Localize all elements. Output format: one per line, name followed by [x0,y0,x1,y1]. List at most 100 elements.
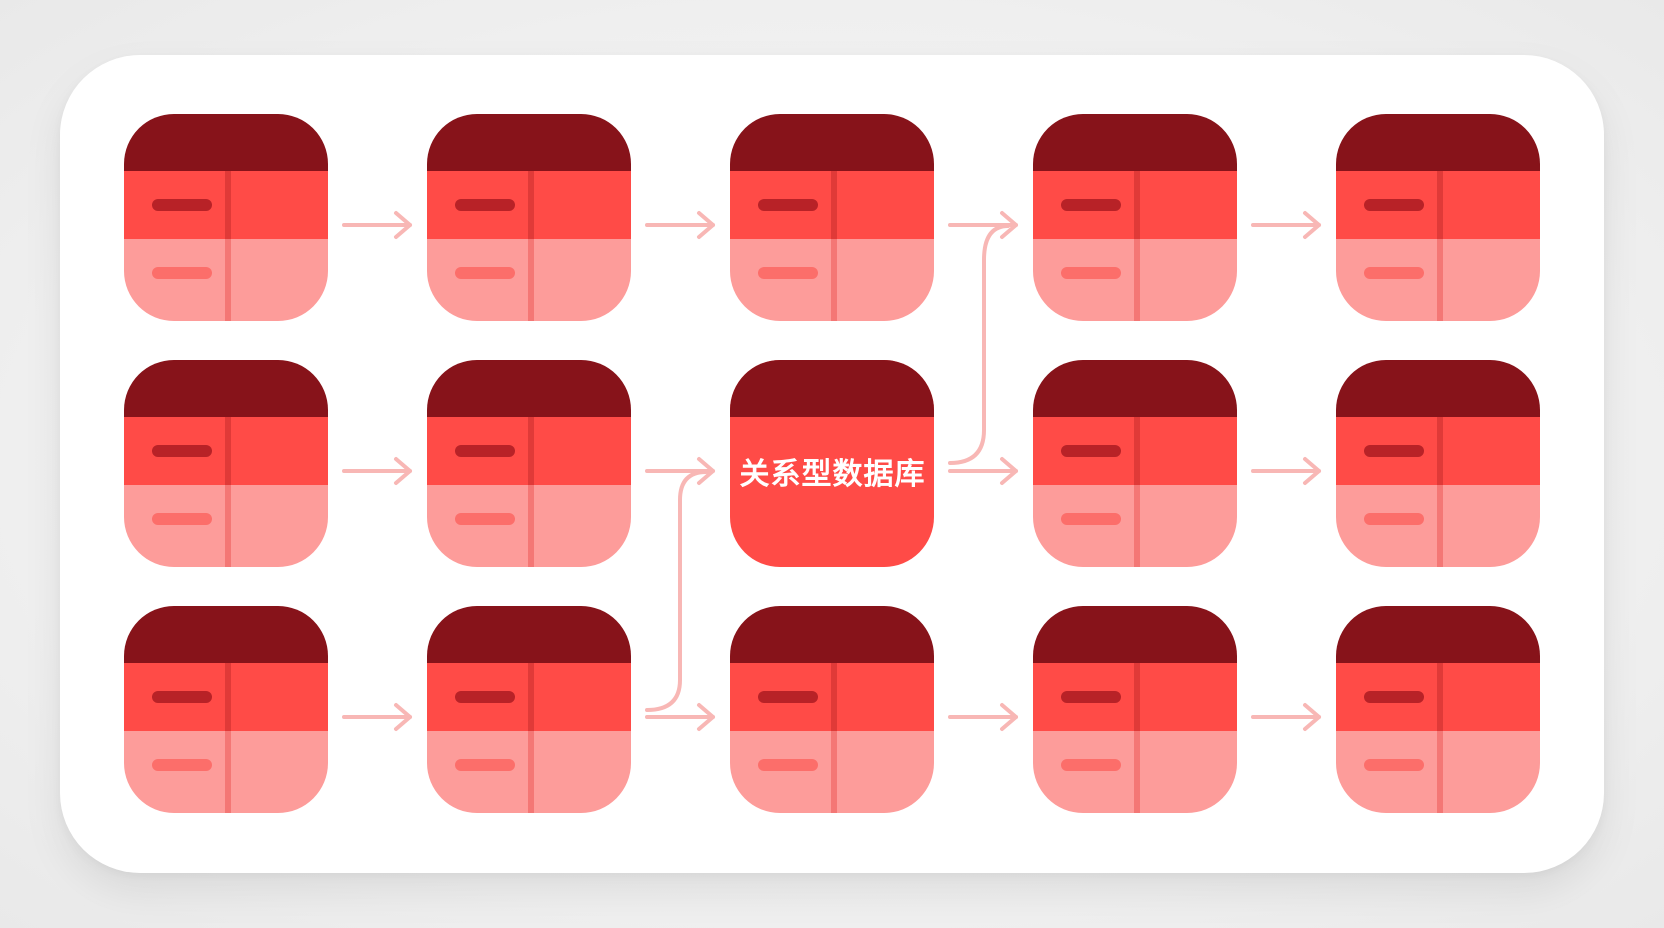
tile-cell-pill [758,199,818,211]
tile-column-divider [1437,731,1443,813]
tile-column-divider [831,239,837,321]
center-tile-header [730,360,934,417]
tile-column-divider [1134,171,1140,239]
arrow-right-icon [394,703,412,731]
tile-cell-pill [1364,267,1424,279]
tile-column-divider [225,239,231,321]
arrow-right-icon [394,457,412,485]
arrow-right-icon [1000,457,1018,485]
tile-column-divider [1437,485,1443,567]
tile-cell-pill [1364,759,1424,771]
tile-table-r2-c1 [124,360,328,567]
connector-arrows [342,211,1321,731]
arrow-branch [948,224,1010,465]
tile-cell-pill [1364,513,1424,525]
tile-cell-pill [758,691,818,703]
tile-column-divider [831,731,837,813]
tile-header [1336,360,1540,417]
tile-cell-pill [152,199,212,211]
tile-cell-pill [455,691,515,703]
tile-column-divider [831,171,837,239]
tile-cell-pill [758,267,818,279]
arrow-right-icon [1000,211,1018,239]
arrow-right-icon [697,703,715,731]
tile-column-divider [1134,239,1140,321]
tile-header [427,606,631,663]
tile-column-divider [1134,663,1140,731]
tile-header [1033,360,1237,417]
tile-table-r2-c5 [1336,360,1540,567]
tile-column-divider [528,731,534,813]
tile-cell-pill [1061,445,1121,457]
tile-cell-pill [1061,759,1121,771]
tile-table-r3-c5 [1336,606,1540,813]
tile-column-divider [1134,417,1140,485]
tile-table-r1-c1 [124,114,328,321]
tile-table-r2-c4 [1033,360,1237,567]
tile-column-divider [528,171,534,239]
arrow-right-icon [697,457,715,485]
tile-column-divider [1437,417,1443,485]
tile-column-divider [528,417,534,485]
tile-column-divider [528,663,534,731]
tile-column-divider [528,485,534,567]
tile-table-r1-c3 [730,114,934,321]
tile-header [124,360,328,417]
tile-column-divider [225,485,231,567]
tile-cell-pill [1061,691,1121,703]
tile-header [124,114,328,171]
tile-table-r3-c3 [730,606,934,813]
tile-cell-pill [152,267,212,279]
tile-column-divider [225,417,231,485]
tile-table-r1-c4 [1033,114,1237,321]
tile-column-divider [225,663,231,731]
tile-cell-pill [455,513,515,525]
tile-cell-pill [152,691,212,703]
tile-column-divider [1437,171,1443,239]
tile-header [427,114,631,171]
tile-cell-pill [1364,691,1424,703]
tile-column-divider [1134,485,1140,567]
tile-table-r1-c5 [1336,114,1540,321]
tile-cell-pill [455,267,515,279]
tile-header [124,606,328,663]
tile-cell-pill [152,513,212,525]
tile-cell-pill [455,199,515,211]
arrow-right-icon [697,211,715,239]
tile-center-database [730,360,934,567]
tile-column-divider [225,171,231,239]
arrow-right-icon [1303,211,1321,239]
tile-cell-pill [1061,267,1121,279]
tile-table-r3-c2 [427,606,631,813]
tile-column-divider [1437,239,1443,321]
arrow-right-icon [1303,703,1321,731]
tile-column-divider [225,731,231,813]
tile-header [1033,606,1237,663]
arrow-branch [645,470,708,712]
tile-table-r2-c2 [427,360,631,567]
arrow-right-icon [1303,457,1321,485]
tile-cell-pill [152,445,212,457]
tile-header [1033,114,1237,171]
tile-column-divider [831,663,837,731]
tile-header [1336,606,1540,663]
tile-header [730,114,934,171]
tile-cell-pill [152,759,212,771]
table-tiles [124,114,1540,813]
tile-table-r3-c1 [124,606,328,813]
tile-cell-pill [758,759,818,771]
tile-column-divider [528,239,534,321]
tile-table-r3-c4 [1033,606,1237,813]
tile-column-divider [1437,663,1443,731]
tile-header [730,606,934,663]
center-title: 关系型数据库 [739,457,926,492]
tile-cell-pill [1061,513,1121,525]
arrow-right-icon [394,211,412,239]
tile-cell-pill [455,759,515,771]
tile-header [1336,114,1540,171]
tile-header [427,360,631,417]
tile-column-divider [1134,731,1140,813]
tile-cell-pill [1061,199,1121,211]
